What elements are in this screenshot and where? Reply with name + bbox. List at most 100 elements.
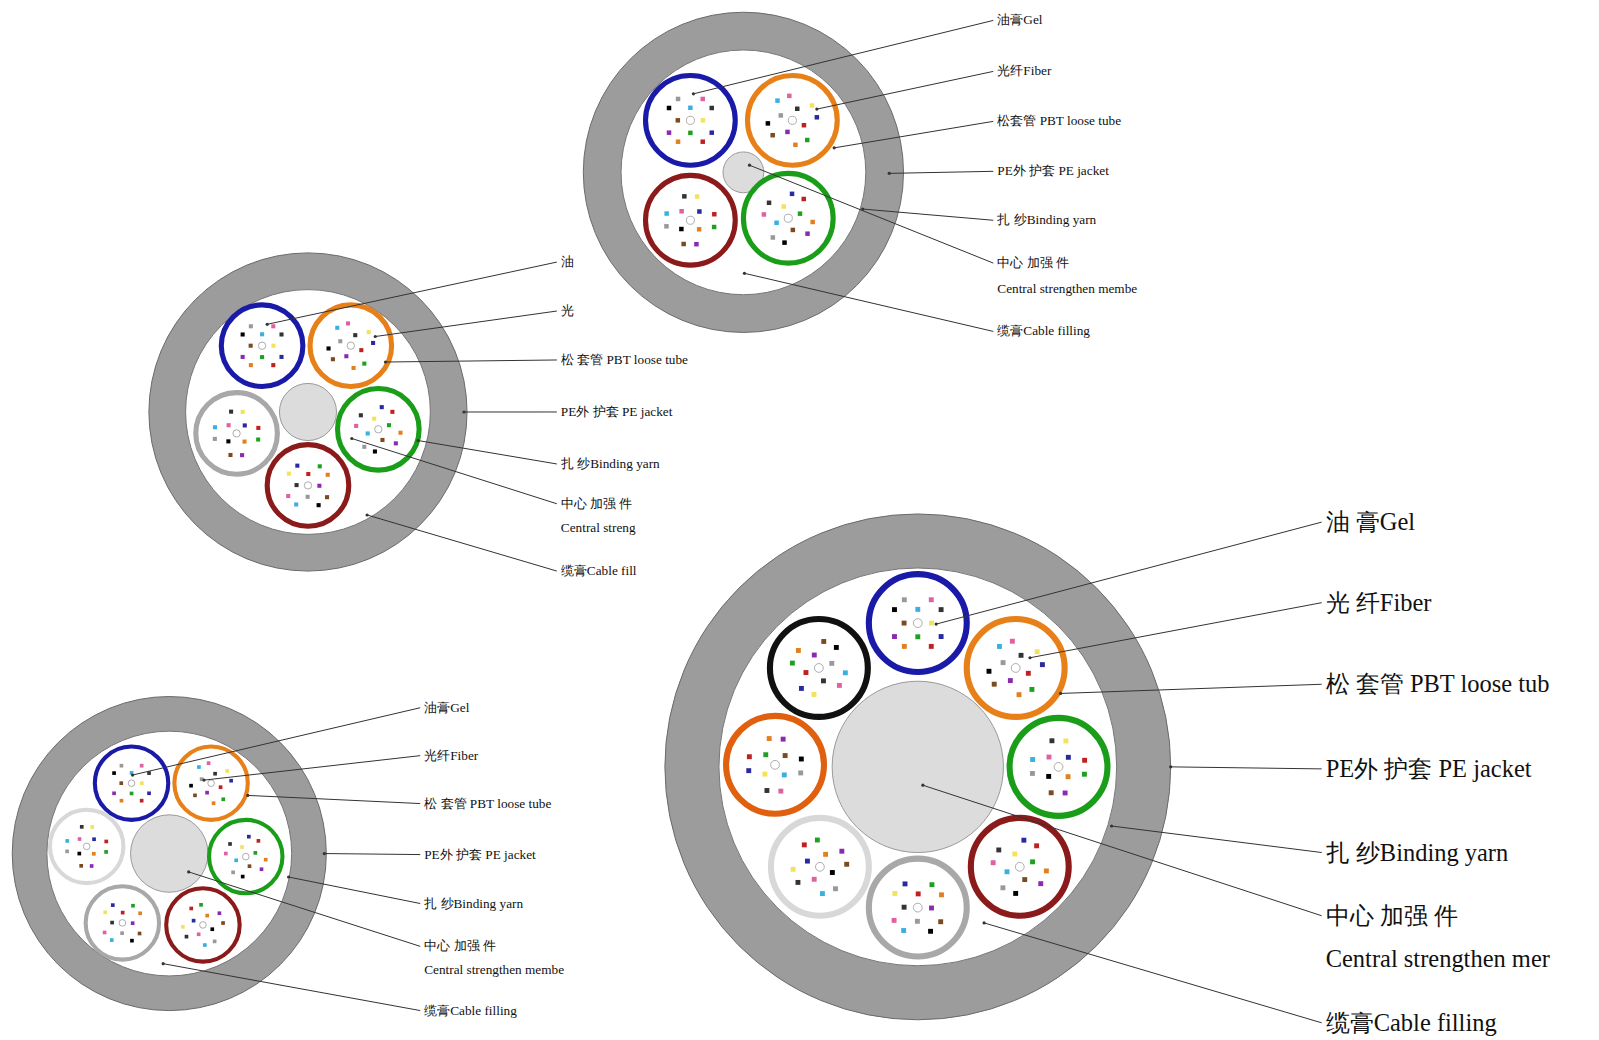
fiber [354, 424, 358, 428]
fiber [213, 437, 217, 441]
cable-section [583, 12, 903, 332]
fiber [249, 363, 253, 367]
fiber [892, 891, 897, 896]
fiber [782, 772, 787, 777]
loose-tube [166, 888, 239, 961]
callout-label: 扎 纱Binding yarn [1326, 839, 1509, 866]
fiber [1034, 843, 1039, 848]
pe-jacket [149, 253, 467, 571]
fiber [785, 130, 789, 134]
loose-tube [196, 393, 278, 475]
fiber [1021, 838, 1026, 843]
fiber [197, 932, 201, 936]
leader-dot [1059, 692, 1062, 695]
fiber [121, 911, 125, 915]
fiber [193, 794, 197, 798]
fiber [264, 858, 268, 862]
pe-jacket [12, 697, 326, 1011]
fiber [181, 925, 185, 929]
loose-tube [747, 75, 837, 165]
tube-wall [967, 619, 1065, 717]
callout-label: 松套管 PBT loose tube [997, 114, 1121, 129]
tube-wall [338, 389, 420, 471]
fiber [221, 921, 225, 925]
loose-tube [338, 389, 420, 471]
callout-label: 光纤Fiber [997, 64, 1051, 79]
fiber [679, 227, 683, 231]
fiber [260, 332, 264, 336]
fiber [764, 788, 769, 793]
fiber [140, 781, 144, 785]
fiber [712, 212, 716, 216]
leader-dot [384, 360, 387, 363]
fiber [829, 661, 834, 666]
fiber [227, 423, 231, 427]
callout-label: Central streng [561, 521, 636, 536]
fiber [120, 931, 124, 935]
fiber [901, 928, 906, 933]
leader-line [744, 273, 993, 331]
fiber [371, 341, 375, 345]
fiber [260, 355, 264, 359]
leader-line [984, 923, 1322, 1023]
fiber [80, 825, 84, 829]
fiber [110, 921, 114, 925]
fiber [774, 221, 778, 225]
callout-label: PE外 护套 PE jacket [997, 164, 1109, 179]
cable-filling [186, 290, 431, 535]
fiber [120, 764, 124, 768]
tube-wall [743, 173, 833, 263]
fiber [248, 864, 252, 868]
tube-wall [221, 305, 303, 387]
fiber [1011, 664, 1020, 673]
fiber [892, 634, 897, 639]
tube-wall [770, 619, 868, 717]
leader-dot [462, 410, 465, 413]
fiber [1008, 678, 1013, 683]
fiber [766, 121, 770, 125]
loose-tube [771, 818, 869, 916]
fiber [821, 678, 826, 683]
fiber [90, 825, 94, 829]
fiber [77, 852, 81, 856]
fiber [1049, 738, 1054, 743]
tube-wall [771, 818, 869, 916]
leader-dot [921, 784, 924, 787]
fiber [231, 871, 235, 875]
loose-tube [967, 619, 1065, 717]
loose-tube [726, 716, 824, 814]
fiber [783, 753, 788, 758]
fiber [676, 97, 680, 101]
fiber [799, 757, 804, 762]
fiber [243, 423, 247, 427]
leader-dot [935, 622, 938, 625]
fiber [775, 98, 779, 102]
fiber [221, 797, 225, 801]
fiber [697, 209, 701, 213]
callout-label: 松 套管 PBT loose tub [1326, 671, 1550, 698]
tube-wall [726, 716, 824, 814]
fiber [902, 597, 907, 602]
fiber [258, 342, 265, 349]
tube-wall [174, 746, 247, 819]
fiber [359, 348, 363, 352]
fiber [119, 781, 123, 785]
fiber [781, 204, 785, 208]
fiber [224, 852, 228, 856]
callout-label: 缆膏Cable filling [424, 1003, 517, 1018]
callout-label: PE外 护套 PE jacket [561, 405, 673, 420]
fiber [788, 116, 796, 124]
fiber [667, 130, 671, 134]
leader-dot [374, 335, 377, 338]
fiber [686, 116, 694, 124]
fiber [359, 413, 363, 417]
leader-dot [417, 439, 420, 442]
fiber [65, 850, 69, 854]
fiber [131, 904, 135, 908]
fiber [306, 472, 310, 476]
fiber [390, 410, 394, 414]
leader-dot [1169, 765, 1172, 768]
fiber [249, 344, 253, 348]
fiber [140, 799, 144, 803]
fiber [778, 789, 783, 794]
